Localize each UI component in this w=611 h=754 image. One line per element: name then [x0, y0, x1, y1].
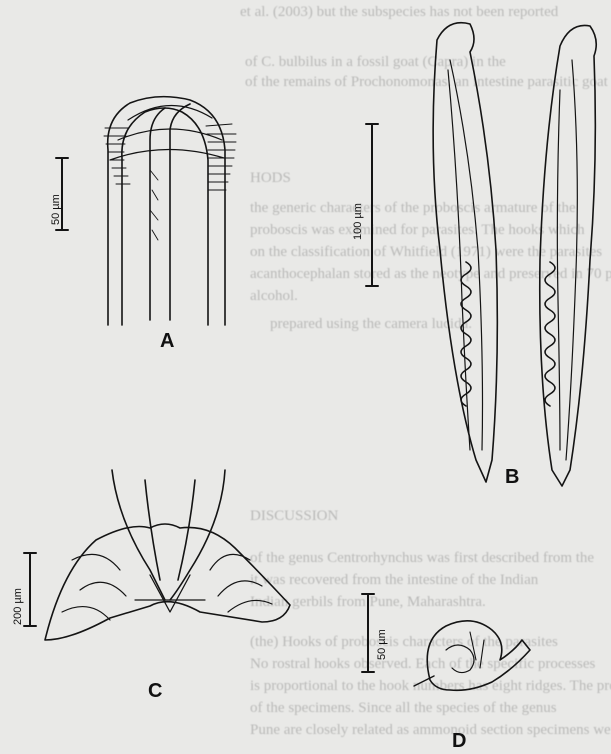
- panel-label-d: D: [452, 730, 466, 753]
- scale-label-c: 200 µm: [12, 588, 24, 625]
- panel-b-drawing: [366, 23, 596, 486]
- panel-c-drawing: [24, 470, 290, 640]
- scale-label-a: 50 µm: [50, 194, 62, 225]
- panel-label-c: C: [148, 680, 162, 703]
- scale-label-d: 50 µm: [376, 629, 388, 660]
- panel-label-b: B: [505, 466, 519, 489]
- panel-label-a: A: [160, 330, 174, 353]
- scale-label-b: 100 µm: [352, 203, 364, 240]
- panel-a-drawing: [56, 97, 236, 325]
